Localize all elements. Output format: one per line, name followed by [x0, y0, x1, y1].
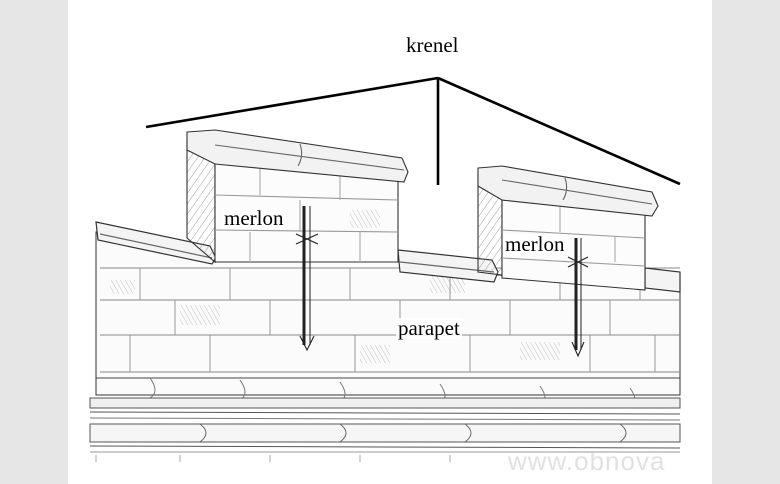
watermark: www.obnova	[508, 446, 666, 476]
merlon-right	[477, 165, 659, 358]
cornice-moulding	[89, 377, 681, 462]
merlon-right-label: merlon	[503, 232, 567, 256]
krenel-label: krenel	[406, 33, 459, 57]
merlon-left-label: merlon	[222, 206, 286, 230]
right-coping	[644, 267, 681, 293]
krenel-pointer	[145, 76, 681, 186]
parapet-label: parapet	[396, 316, 462, 340]
merlon-left	[186, 129, 409, 352]
